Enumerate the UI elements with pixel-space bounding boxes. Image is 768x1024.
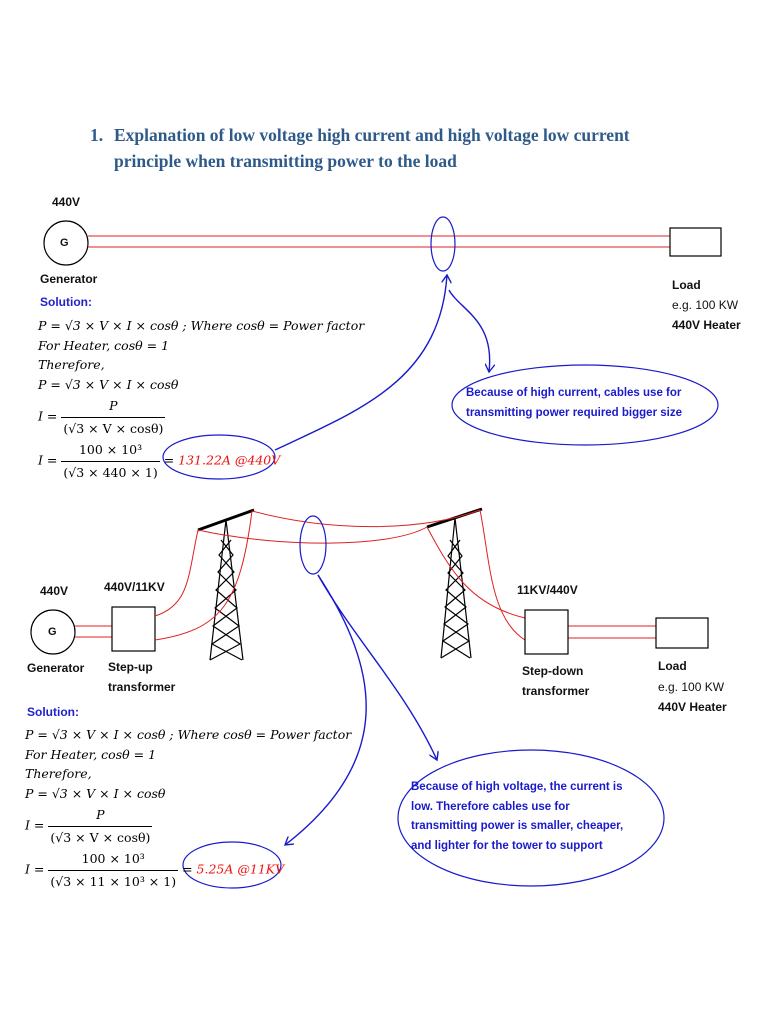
stepdown-label-2: transformer <box>522 684 590 698</box>
solution2-heading: Solution: <box>27 705 79 719</box>
heading-line-2: principle when transmitting power to the… <box>114 151 457 171</box>
generator2-voltage: 440V <box>40 584 69 598</box>
solution2-result: 5.25A @11KV <box>196 861 285 877</box>
note2-ellipse <box>397 749 665 887</box>
load2-example: e.g. 100 KW <box>658 680 725 694</box>
generator1-voltage: 440V <box>52 195 81 209</box>
arrow2-to-note <box>317 574 437 760</box>
note2-text: Because of high voltage, the current is … <box>411 778 623 856</box>
generator2-label: Generator <box>27 661 85 675</box>
solution2-eq6-equals: = <box>182 861 193 877</box>
solution2-eq5-numerator: P <box>48 805 153 827</box>
solution2-eq5-lhs: I = <box>25 817 45 833</box>
solution1-result: 131.22A @440V <box>178 452 281 468</box>
solution2-eq5-fraction: P (√3 × V × cosθ) <box>48 805 153 847</box>
solution2-eq6-numerator: 100 × 10³ <box>48 849 179 871</box>
note1-ellipse <box>451 364 719 446</box>
solution1-eq5-lhs: I = <box>38 408 58 424</box>
solution2-eq5: I = P (√3 × V × cosθ) <box>25 805 351 847</box>
stepdown-label-1: Step-down <box>522 664 584 678</box>
solution1-eq6-denominator: (√3 × 440 × 1) <box>63 464 158 480</box>
result1-ellipse <box>162 434 276 480</box>
stepup-label-2: transformer <box>108 680 176 694</box>
solution1-eq6-equals: = <box>163 452 175 468</box>
solution1-eq6: I = 100 × 10³ (√3 × 440 × 1) = 131.22A @… <box>38 440 364 482</box>
note1-text: Because of high current, cables use for … <box>466 384 682 423</box>
generator2-circle <box>30 609 76 655</box>
diagram2-graphics <box>30 507 709 889</box>
solution1-heading: Solution: <box>40 295 92 309</box>
heading-number: 1. <box>90 125 104 145</box>
solution1-eq6-numerator: 100 × 10³ <box>61 440 160 462</box>
load1-label: Load <box>672 278 701 292</box>
solution2-eq2: For Heater, cosθ = 1 <box>25 746 157 762</box>
solution1-eq5-numerator: P <box>61 396 166 418</box>
solution2-eq6-denominator: (√3 × 11 × 10³ × 1) <box>50 873 177 889</box>
solution1-equations: P = √3 × V × I × cosθ ; Where cosθ = Pow… <box>38 316 364 482</box>
load1-example: e.g. 100 KW <box>672 298 739 312</box>
load2-box <box>655 617 709 649</box>
stepup-transformer-box <box>111 606 156 652</box>
generator2-symbol: G <box>48 626 57 638</box>
cable2-highlight-ellipse <box>299 515 327 575</box>
note2-line-1: Because of high voltage, the current is <box>411 781 623 793</box>
load1-type: 440V Heater <box>672 318 741 332</box>
stepup-ratio: 440V/11KV <box>104 580 165 594</box>
solution1-eq3: Therefore, <box>38 357 105 372</box>
heading-line-1: Explanation of low voltage high current … <box>114 125 630 145</box>
arrow1-to-note <box>448 289 490 372</box>
solution1-eq6-fraction: 100 × 10³ (√3 × 440 × 1) <box>61 440 160 482</box>
stepdown-transformer-box <box>524 609 569 655</box>
note1-line-2: transmitting power required bigger size <box>466 406 682 419</box>
solution2-eq6-lhs: I = <box>25 861 45 877</box>
solution2-equations: P = √3 × V × I × cosθ ; Where cosθ = Pow… <box>25 725 351 891</box>
note2-line-4: and lighter for the tower to support <box>411 839 603 852</box>
solution1-eq5: I = P (√3 × V × cosθ) <box>38 396 364 438</box>
load1-box <box>669 227 722 257</box>
generator1-circle <box>43 220 89 266</box>
load2-type: 440V Heater <box>658 700 727 714</box>
solution2-eq6: I = 100 × 10³ (√3 × 11 × 10³ × 1) = 5.25… <box>25 849 351 891</box>
note2-line-2: low. Therefore cables use for <box>411 800 570 813</box>
generator1-label: Generator <box>40 272 98 286</box>
solution2-eq3: Therefore, <box>25 766 92 781</box>
note2-line-3: transmitting power is smaller, cheaper, <box>411 820 624 832</box>
solution2-eq4: P = √3 × V × I × cosθ <box>25 785 166 801</box>
load2-label: Load <box>658 659 687 673</box>
solution1-eq6-lhs: I = <box>38 452 58 468</box>
stepdown-ratio: 11KV/440V <box>517 583 578 597</box>
solution2-eq6-fraction: 100 × 10³ (√3 × 11 × 10³ × 1) <box>48 849 179 891</box>
solution1-eq5-denominator: (√3 × V × cosθ) <box>63 420 164 436</box>
note1-line-1: Because of high current, cables use for <box>466 387 682 399</box>
solution2-eq5-denominator: (√3 × V × cosθ) <box>50 829 151 845</box>
generator1-symbol: G <box>60 237 69 249</box>
cable1-highlight-ellipse <box>430 216 456 272</box>
diagram1-graphics <box>43 216 722 480</box>
stepup-label-1: Step-up <box>108 660 153 674</box>
solution2-eq1: P = √3 × V × I × cosθ ; Where cosθ = Pow… <box>25 727 352 742</box>
result2-ellipse <box>182 841 282 889</box>
tower1 <box>197 508 255 661</box>
solution1-eq1: P = √3 × V × I × cosθ ; Where cosθ = Pow… <box>38 318 365 333</box>
solution1-eq5-fraction: P (√3 × V × cosθ) <box>61 396 166 438</box>
arrow2-to-result <box>285 574 367 845</box>
solution1-eq2: For Heater, cosθ = 1 <box>38 337 170 353</box>
tower2 <box>426 507 483 659</box>
solution1-eq4: P = √3 × V × I × cosθ <box>38 376 179 392</box>
arrow1-to-cable <box>274 275 447 451</box>
